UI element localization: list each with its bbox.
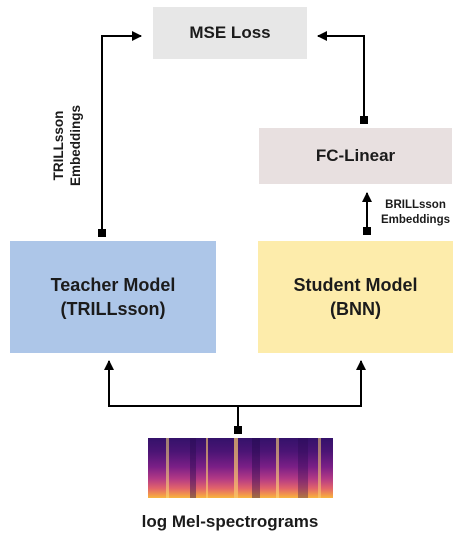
student-model-title: Student Model: [293, 274, 418, 295]
mse-loss-box: MSE Loss: [153, 7, 307, 59]
student-model-subtitle: (BNN): [330, 299, 381, 319]
mse-loss-label: MSE Loss: [189, 22, 271, 42]
brillsson-embeddings-label: BRILLsson Embeddings: [381, 198, 450, 228]
spectrogram-band: [252, 438, 260, 498]
student-model-box: Student Model (BNN): [258, 241, 453, 353]
spectrogram-band: [166, 438, 169, 498]
spectrogram-to-student-arrow: [238, 360, 366, 407]
spectrogram-band: [234, 438, 238, 498]
brillsson-embeddings-line2: Embeddings: [381, 214, 451, 226]
fc-linear-box: FC-Linear: [259, 128, 452, 184]
spectrogram-band: [318, 438, 321, 498]
fc-linear-label: FC-Linear: [315, 145, 396, 165]
teacher-model-box: Teacher Model (TRILLsson): [10, 241, 216, 353]
teacher-model-subtitle: (TRILLsson): [60, 299, 166, 319]
spectrogram-image: [148, 438, 333, 498]
fc-output-port: [360, 116, 368, 124]
spectrogram-to-teacher-arrow: [104, 360, 238, 407]
fc-to-mse-arrow: [317, 31, 365, 120]
spectrogram-band: [206, 438, 208, 498]
teacher-to-mse-arrow: [101, 31, 142, 233]
brillsson-embeddings-line1: BRILLsson: [385, 199, 446, 211]
trillsson-embeddings-label: TRILLsson Embeddings: [50, 105, 84, 186]
spectrogram-output-port: [234, 426, 242, 434]
spectrogram-caption: log Mel-spectrograms: [141, 512, 319, 531]
trillsson-embeddings-line1: TRILLsson: [51, 110, 66, 181]
spectrogram-band: [190, 438, 196, 498]
teacher-output-port: [98, 229, 106, 237]
spectrogram-band: [276, 438, 279, 498]
teacher-model-title: Teacher Model: [50, 274, 176, 295]
student-output-port: [363, 227, 371, 235]
spectrogram-band: [298, 438, 308, 498]
trillsson-embeddings-line2: Embeddings: [68, 104, 83, 186]
